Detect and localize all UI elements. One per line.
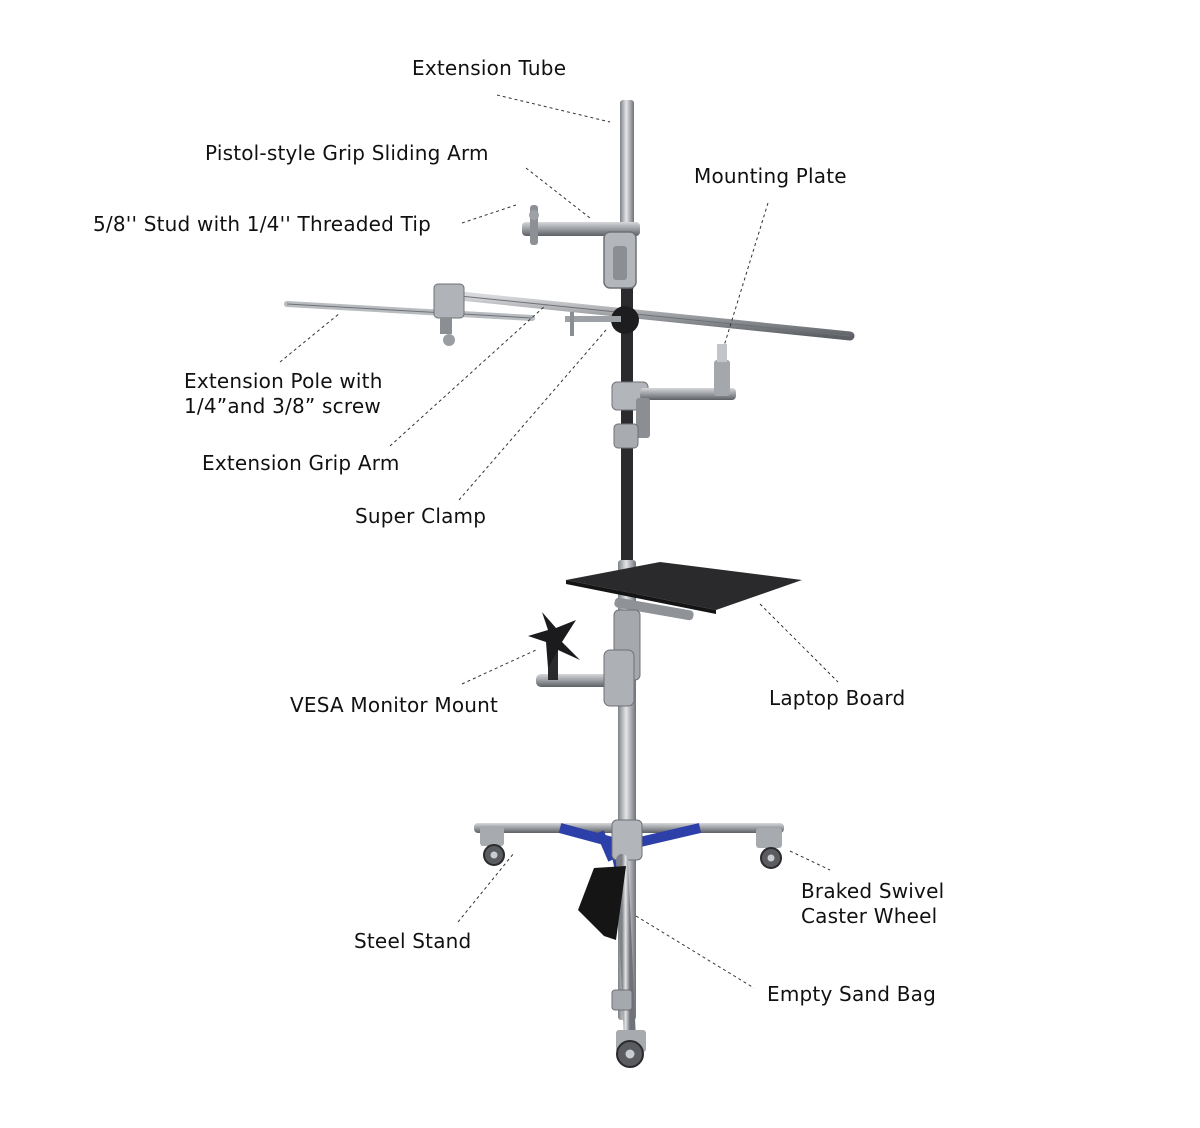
mounting-plate-arm: [611, 344, 736, 449]
label-steel-stand: Steel Stand: [354, 929, 472, 953]
leader-lines: [279, 94, 839, 989]
caster-left: [480, 826, 505, 866]
vesa-mount: [528, 612, 635, 707]
pole-clamp: [433, 283, 465, 346]
label-empty-sand-bag: Empty Sand Bag: [767, 982, 937, 1006]
sand-bag: [578, 866, 626, 940]
super-clamp: [565, 306, 639, 336]
label-extension-tube: Extension Tube: [412, 56, 567, 80]
label-vesa-monitor-mount: VESA Monitor Mount: [290, 693, 499, 717]
label-super-clamp: Super Clamp: [355, 504, 487, 528]
steel-stand-base: [474, 819, 784, 1046]
label-stud-threaded-tip: 5/8'' Stud with 1/4'' Threaded Tip: [93, 212, 432, 236]
label-caster-wheel-line1: Braked Swivel: [801, 879, 945, 903]
label-extension-grip-arm: Extension Grip Arm: [202, 451, 400, 475]
label-caster-wheel-line2: Caster Wheel: [801, 904, 938, 928]
caster-front: [616, 1030, 646, 1068]
label-pistol-grip-sliding-arm: Pistol-style Grip Sliding Arm: [205, 141, 489, 165]
caster-right: [756, 828, 782, 869]
label-extension-pole: Extension Pole with 1/4”and 3/8” screw: [184, 369, 383, 419]
laptop-board: [566, 562, 802, 681]
label-extension-pole-line1: Extension Pole with: [184, 369, 383, 393]
label-mounting-plate: Mounting Plate: [694, 164, 847, 188]
label-laptop-board: Laptop Board: [769, 686, 906, 710]
label-caster-wheel: Braked Swivel Caster Wheel: [801, 879, 944, 929]
label-extension-pole-line2: 1/4”and 3/8” screw: [184, 394, 381, 418]
pistol-grip-arm: [522, 205, 640, 289]
